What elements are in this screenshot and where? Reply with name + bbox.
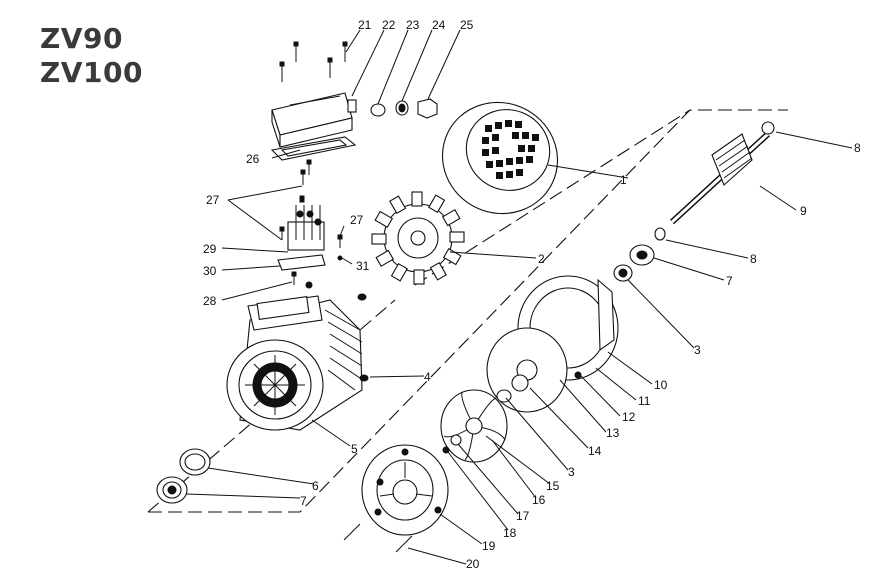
callout-25: 25 <box>460 18 474 32</box>
callout-3-upper: 3 <box>694 343 701 357</box>
callout-23: 23 <box>406 18 420 32</box>
callout-9: 9 <box>800 204 807 218</box>
callout-10: 10 <box>654 378 668 392</box>
terminal-block <box>277 159 343 289</box>
callout-19: 19 <box>482 539 496 553</box>
callout-8-mid: 8 <box>750 252 757 266</box>
housing-plugs <box>357 293 369 382</box>
callout-8-top: 8 <box>854 141 861 155</box>
fan-cover <box>441 101 559 215</box>
flange-bolts <box>343 523 413 553</box>
callout-16: 16 <box>532 493 546 507</box>
callout-5: 5 <box>351 442 358 456</box>
bearing-left <box>156 476 188 504</box>
callout-21: 21 <box>358 18 372 32</box>
rotor-shaft <box>669 121 775 225</box>
model-titles: ZV90 ZV100 <box>40 22 143 90</box>
callout-27-right: 27 <box>350 213 364 227</box>
callout-7-left: 7 <box>300 494 307 508</box>
impeller <box>440 389 508 463</box>
callout-22: 22 <box>382 18 396 32</box>
callout-30: 30 <box>203 264 217 278</box>
shaft-small-parts <box>442 434 462 454</box>
callout-12: 12 <box>622 410 636 424</box>
callout-1: 1 <box>620 173 627 187</box>
callout-2: 2 <box>538 252 545 266</box>
callout-31: 31 <box>356 259 370 273</box>
callout-7-right: 7 <box>726 274 733 288</box>
callout-4: 4 <box>424 370 431 384</box>
cable-gland-parts <box>370 98 438 119</box>
bearing-3-upper <box>613 264 633 282</box>
callout-14: 14 <box>588 444 602 458</box>
callout-24: 24 <box>432 18 446 32</box>
model-name-zv100: ZV100 <box>40 56 143 89</box>
model-name-zv90: ZV90 <box>40 22 123 55</box>
callout-15: 15 <box>546 479 560 493</box>
bearing-right <box>629 227 666 266</box>
callout-11: 11 <box>638 394 651 408</box>
callout-labels: 21 22 23 24 25 26 27 27 29 30 31 28 1 2 … <box>203 18 861 571</box>
wave-washer-left <box>179 448 211 476</box>
small-parts-12-14 <box>496 371 582 403</box>
callout-20: 20 <box>466 557 480 571</box>
cooling-fan <box>371 191 465 285</box>
callout-27-left: 27 <box>206 193 220 207</box>
callout-28: 28 <box>203 294 217 308</box>
motor-housing <box>226 295 363 431</box>
callout-29: 29 <box>203 242 217 256</box>
callout-13: 13 <box>606 426 620 440</box>
callout-18: 18 <box>503 526 517 540</box>
callout-17: 17 <box>516 509 530 523</box>
terminal-box-cover <box>271 92 357 148</box>
leader-lines <box>185 29 853 565</box>
cover-screws <box>279 41 348 82</box>
callout-6: 6 <box>312 479 319 493</box>
callout-26: 26 <box>246 152 260 166</box>
front-flange <box>361 444 449 536</box>
callout-3-lower: 3 <box>568 465 575 479</box>
